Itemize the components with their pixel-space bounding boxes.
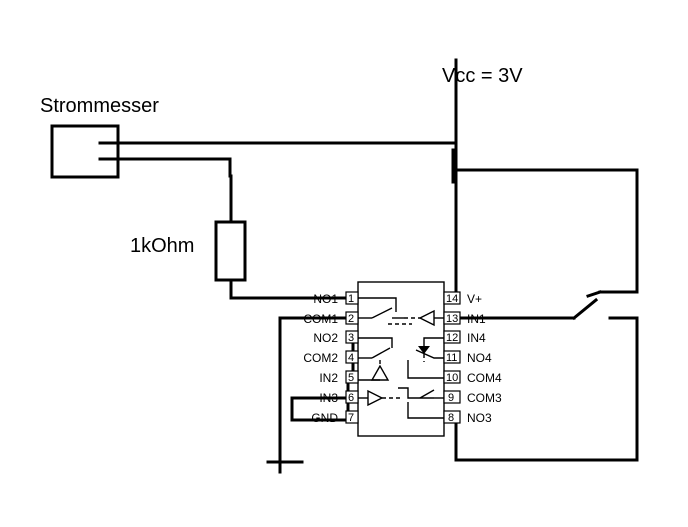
pin-label: NO1 <box>313 292 338 306</box>
pin-num: 8 <box>448 412 454 424</box>
pin-label: IN2 <box>319 371 338 385</box>
switch-top-wire <box>454 168 639 294</box>
pin-label: NO2 <box>313 331 338 345</box>
switch-return-wire <box>454 316 639 462</box>
pin-label: NO4 <box>467 351 492 365</box>
switch-lever <box>571 297 599 321</box>
pin-num: 13 <box>446 313 458 325</box>
pin-num: 9 <box>448 392 454 404</box>
resistor-to-no1-wire <box>229 278 348 300</box>
ic-chip-body <box>357 281 445 437</box>
pin-num: 5 <box>348 372 354 384</box>
pin-label: COM2 <box>303 351 338 365</box>
pin-label: IN4 <box>467 331 486 345</box>
pin-num: 10 <box>446 372 458 384</box>
ammeter-box <box>50 124 120 179</box>
resistor-body <box>214 220 247 282</box>
com1-ground-wire <box>278 316 348 464</box>
pin-label: COM1 <box>303 312 338 326</box>
ammeter-label: Strommesser <box>40 95 159 117</box>
pin-num: 1 <box>348 293 354 305</box>
pin-num: 12 <box>446 332 458 344</box>
pin-label: IN3 <box>319 391 338 405</box>
ammeter-to-resistor-wire <box>98 157 233 224</box>
pin-num: 6 <box>348 392 354 404</box>
pin-num: 3 <box>348 332 354 344</box>
pin-num: 2 <box>348 313 354 325</box>
pin-num: 14 <box>446 293 458 305</box>
pin-label: COM4 <box>467 371 502 385</box>
switch-2-internal <box>358 337 393 381</box>
pin-label: IN1 <box>467 312 486 326</box>
pin-label: NO3 <box>467 411 492 425</box>
switch-1-internal <box>358 297 444 327</box>
switch-3-internal <box>358 387 444 419</box>
pin-label: COM3 <box>467 391 502 405</box>
switch-4-internal <box>407 337 444 379</box>
pin-num: 7 <box>348 412 354 424</box>
pin-label: GND <box>311 411 338 425</box>
pin-num: 11 <box>446 352 457 364</box>
resistor-label: 1kOhm <box>130 235 194 257</box>
left-pin-boxes <box>345 291 359 424</box>
pin-num: 4 <box>348 352 354 364</box>
vcc-label: Vcc = 3V <box>442 65 523 87</box>
pin-label: V+ <box>467 292 482 306</box>
